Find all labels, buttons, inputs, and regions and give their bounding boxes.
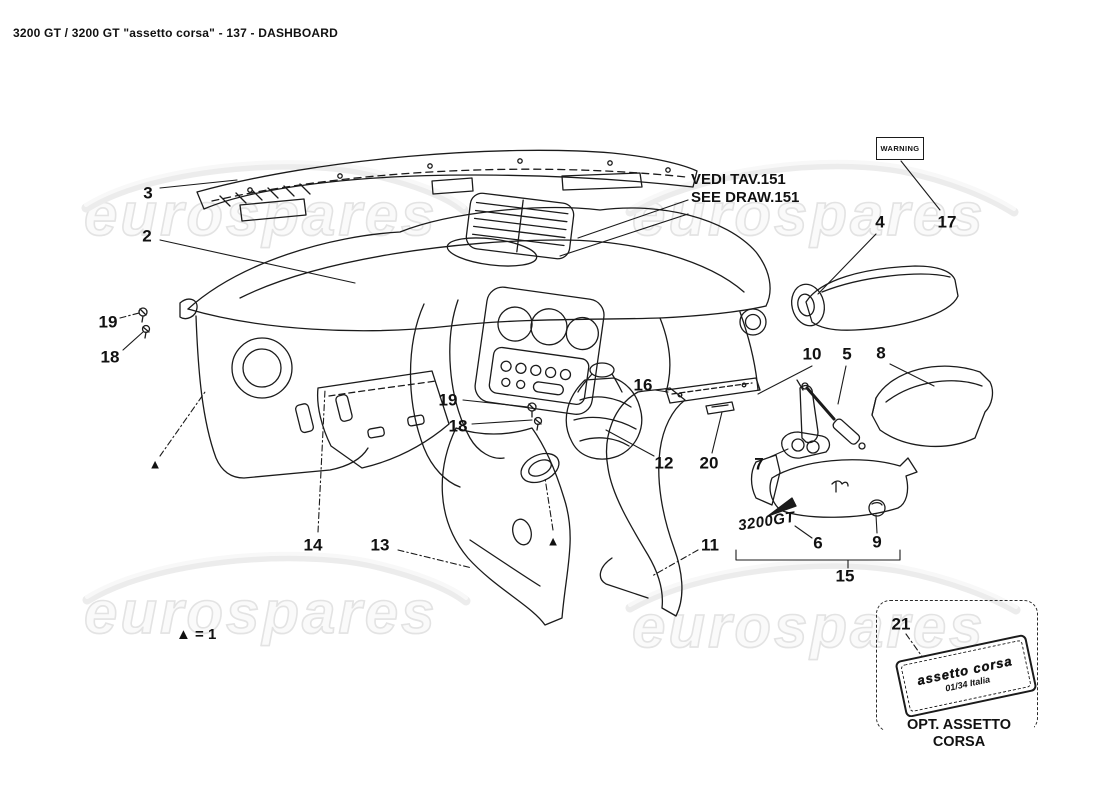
watermark-bottom-right: eurospares — [631, 592, 986, 661]
watermark-bottom-left: eurospares — [83, 578, 438, 647]
callout-21: 21 — [891, 614, 911, 634]
callout-19: 19 — [98, 312, 118, 332]
part-16-rail — [665, 377, 761, 404]
page-title: 3200 GT / 3200 GT "assetto corsa" - 137 … — [13, 26, 339, 40]
callout-10: 10 — [802, 344, 822, 364]
group-15-bracket — [735, 549, 901, 569]
callout-19: 19 — [438, 390, 458, 410]
part-2-dashboard — [179, 192, 771, 488]
callout-15: 15 — [835, 566, 855, 586]
callout-8: 8 — [876, 343, 886, 363]
part-11-pillar-trim — [599, 387, 686, 617]
part-instrument-cluster — [474, 286, 605, 415]
part-3-defroster-strip — [196, 149, 698, 222]
part-13-console — [441, 427, 571, 626]
part-9-knob — [868, 499, 886, 517]
callout-12: 12 — [654, 453, 674, 473]
callout-20: 20 — [699, 453, 719, 473]
callout-14: 14 — [303, 535, 323, 555]
callout-2: 2 — [142, 226, 152, 246]
part-10-bracket — [796, 379, 819, 444]
see-drawing-note-it: VEDI TAV.151 — [691, 171, 786, 188]
part-5-gas-strut — [801, 382, 866, 450]
triangle-legend: ▲ = 1 — [176, 626, 217, 643]
part-20-clip — [705, 401, 735, 415]
brand-script-3200gt: 3200GT — [737, 508, 797, 535]
callout-11: 11 — [701, 535, 719, 555]
opt-box-caption: OPT. ASSETTO CORSA — [884, 717, 1034, 751]
callout-18: 18 — [100, 347, 120, 367]
screws-left — [138, 307, 151, 339]
warning-label: WARNING — [876, 137, 924, 160]
watermark-top-right: eurospares — [631, 180, 986, 249]
see-drawing-note-en: SEE DRAW.151 — [691, 189, 800, 206]
callout-9: 9 — [872, 532, 882, 552]
callout-3: 3 — [143, 183, 153, 203]
triangle-marker: ▲ — [148, 456, 162, 472]
callout-6: 6 — [813, 533, 823, 553]
triangle-marker: ▲ — [546, 533, 560, 549]
part-4-handle — [791, 265, 959, 331]
callout-7: 7 — [754, 454, 764, 474]
see-drawing-note: VEDI TAV.151 SEE DRAW.151 — [691, 171, 799, 207]
screws-center — [527, 402, 543, 431]
callout-13: 13 — [370, 535, 390, 555]
part-6-glovebox-lid — [750, 454, 918, 518]
part-12-gear-gaiter — [565, 362, 643, 460]
watermark-swoosh-highlight — [84, 159, 1018, 609]
callout-17: 17 — [937, 212, 957, 232]
callout-18: 18 — [448, 416, 468, 436]
part-7-switch — [781, 431, 831, 459]
callout-5: 5 — [842, 344, 852, 364]
part-14-knee-trim — [316, 370, 450, 469]
part-8-pad — [871, 365, 994, 447]
callout-4: 4 — [875, 212, 885, 232]
callout-16: 16 — [633, 375, 653, 395]
